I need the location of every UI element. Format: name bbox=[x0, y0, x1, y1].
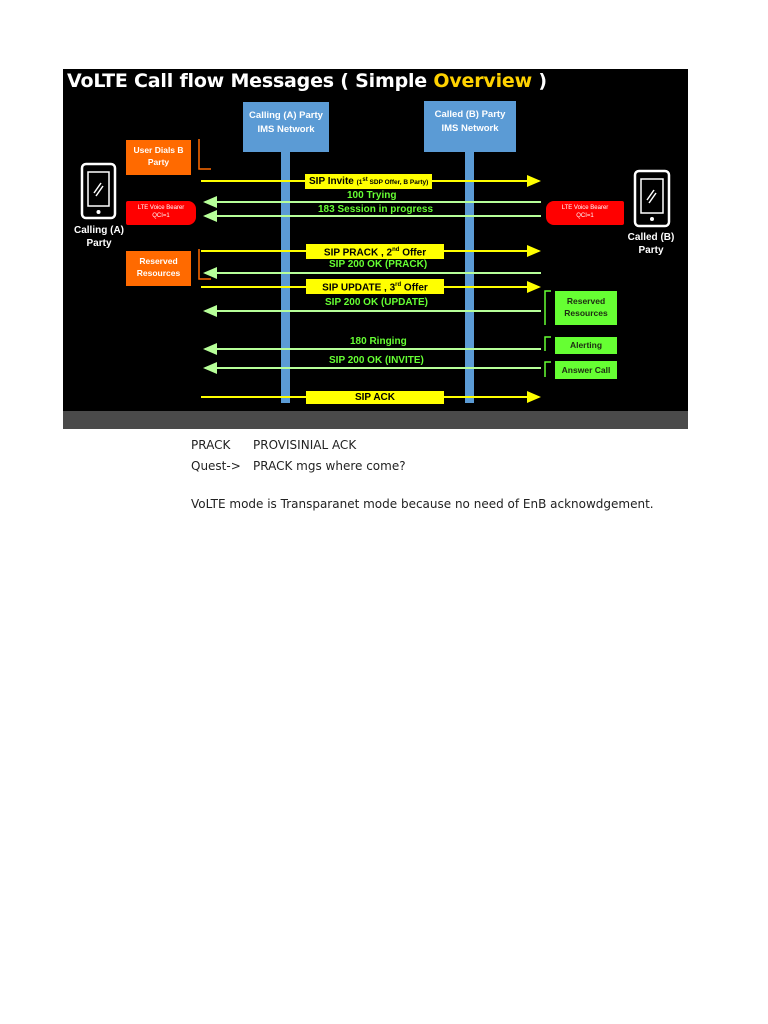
update-sup: rd bbox=[395, 282, 402, 288]
msg-sip-update: SIP UPDATE , 3rd Offer bbox=[306, 279, 444, 295]
msg-183-session: 183 Session in progress bbox=[318, 204, 434, 215]
answer-call-label: Answer Call bbox=[561, 365, 611, 375]
reserved-left-line-1: Reserved bbox=[139, 256, 178, 266]
bracket-user-dials bbox=[198, 139, 211, 170]
title-highlight: Overview bbox=[433, 70, 532, 92]
update-text-2: Offer bbox=[401, 282, 428, 294]
bracket-answer bbox=[544, 361, 551, 377]
alerting-box: Alerting bbox=[555, 337, 617, 354]
lte-voice-bearer-b: LTE Voice Bearer QCI=1 bbox=[546, 201, 624, 225]
ims-b-line-1: Called (B) Party bbox=[434, 109, 506, 120]
phone-a-label: Calling (A) Party bbox=[69, 224, 129, 250]
volte-call-flow-diagram: VoLTE Call flow Messages ( Simple Overvi… bbox=[63, 69, 688, 429]
user-dials-box: User Dials B Party bbox=[126, 140, 191, 175]
note-volte-mode: VoLTE mode is Transparanet mode because … bbox=[191, 497, 654, 511]
msg-200-ok-update: SIP 200 OK (UPDATE) bbox=[325, 297, 428, 308]
note-def-quest: PRACK mgs where come? bbox=[253, 459, 406, 473]
phone-b-label: Called (B) Party bbox=[621, 231, 681, 257]
note-def-prack: PROVISINIAL ACK bbox=[253, 438, 357, 452]
reserved-left-line-2: Resources bbox=[136, 268, 181, 278]
note-term-quest: Quest-> bbox=[191, 459, 241, 473]
msg-sip-invite-text: SIP Invite bbox=[309, 176, 354, 188]
title-suffix: ) bbox=[531, 70, 547, 92]
ims-a-line-1: Calling (A) Party bbox=[249, 110, 323, 121]
note-term-prack: PRACK bbox=[191, 438, 231, 452]
phone-icon bbox=[633, 169, 671, 228]
phone-b-label-line-1: Called (B) bbox=[627, 232, 675, 243]
update-text-1: SIP UPDATE , 3 bbox=[322, 282, 396, 294]
diagram-title: VoLTE Call flow Messages ( Simple Overvi… bbox=[67, 70, 547, 92]
lifeline-a bbox=[281, 151, 290, 403]
msg-sip-invite: SIP Invite (1st SDP Offer, B Party) bbox=[305, 174, 433, 190]
ims-network-b: Called (B) Party IMS Network bbox=[424, 101, 516, 152]
msg-sip-prack: SIP PRACK , 2nd Offer bbox=[306, 244, 444, 260]
prack-text-1: SIP PRACK , 2 bbox=[323, 247, 393, 259]
reserved-resources-left: Reserved Resources bbox=[126, 251, 191, 286]
bearer-a-line-2: QCI=1 bbox=[152, 213, 170, 219]
invite-note-1: (1 bbox=[356, 179, 363, 187]
ims-a-line-2: IMS Network bbox=[257, 124, 315, 135]
prack-text-2: Offer bbox=[399, 247, 427, 259]
bracket-alerting bbox=[544, 336, 551, 351]
user-dials-line-1: User Dials B bbox=[133, 145, 184, 155]
phone-b-label-line-2: Party bbox=[638, 245, 664, 256]
lifeline-b bbox=[465, 151, 474, 403]
msg-200-ok-invite: SIP 200 OK (INVITE) bbox=[329, 355, 424, 366]
reserved-right-line-2: Resources bbox=[564, 308, 608, 318]
prack-sup: nd bbox=[392, 247, 400, 253]
phone-a-label-line-1: Calling (A) bbox=[74, 225, 124, 236]
invite-note-sup: st bbox=[362, 177, 368, 183]
bearer-b-line-1: LTE Voice Bearer bbox=[561, 205, 609, 211]
ims-network-a: Calling (A) Party IMS Network bbox=[243, 102, 329, 152]
note-row-prack: PRACK PROVISINIAL ACK bbox=[191, 438, 356, 452]
diagram-footer-band bbox=[63, 411, 688, 429]
bearer-a-line-1: LTE Voice Bearer bbox=[137, 205, 185, 211]
answer-call-box: Answer Call bbox=[555, 361, 617, 379]
title-main: VoLTE Call flow Messages ( Simple bbox=[67, 70, 434, 92]
user-dials-line-2: Party bbox=[147, 157, 170, 167]
bracket-reserved-right bbox=[544, 290, 551, 325]
bearer-b-line-2: QCI=1 bbox=[576, 213, 594, 219]
msg-sip-ack: SIP ACK bbox=[306, 391, 444, 404]
lte-voice-bearer-a: LTE Voice Bearer QCI=1 bbox=[126, 201, 196, 225]
reserved-resources-right: Reserved Resources bbox=[555, 291, 617, 325]
msg-180-ringing: 180 Ringing bbox=[350, 336, 407, 347]
phone-a-label-line-2: Party bbox=[86, 238, 112, 249]
ims-b-line-2: IMS Network bbox=[441, 123, 499, 134]
msg-100-trying: 100 Trying bbox=[347, 190, 397, 201]
phone-icon bbox=[80, 162, 117, 220]
bracket-reserved-left bbox=[198, 249, 211, 280]
msg-200-ok-prack: SIP 200 OK (PRACK) bbox=[329, 259, 428, 270]
reserved-right-line-1: Reserved bbox=[566, 296, 606, 306]
invite-note-2: SDP Offer, B Party) bbox=[367, 179, 429, 187]
alerting-label: Alerting bbox=[569, 340, 603, 350]
note-row-quest: Quest-> PRACK mgs where come? bbox=[191, 459, 406, 473]
